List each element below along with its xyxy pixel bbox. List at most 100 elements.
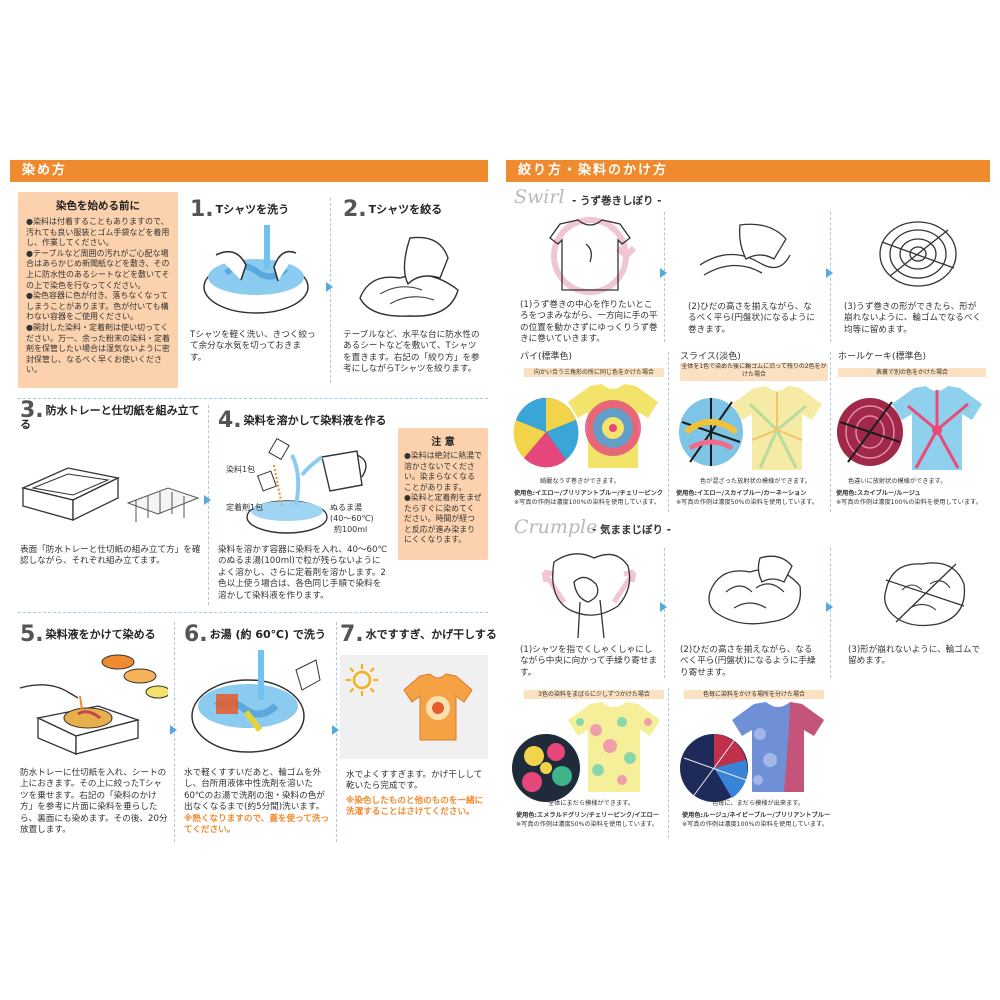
step-7-title: 7.水ですすぎ、かげ干しする xyxy=(340,622,497,647)
divider xyxy=(18,612,488,613)
crumple-pattern-1-note: ※写真の作例は濃度50%の染料を使用しています。 xyxy=(516,821,658,828)
step-5-title: 5.染料液をかけて染める xyxy=(20,622,156,647)
crumple-script-title: Crumple xyxy=(514,516,598,538)
before-dyeing-box: 染色を始める前に ●染料は付着することもありますので、汚れても良い服装とゴム手袋… xyxy=(18,192,178,388)
step-number: 6. xyxy=(184,622,208,647)
step-2-title-text: Tシャツを絞る xyxy=(368,203,443,216)
before-item: ●開封した染料・定着剤は使い切ってください。万一、余った粉末の染料・定着剤を保管… xyxy=(26,322,170,375)
before-item: ●テーブルなど周囲の汚れがご心配な場合はあらかじめ新聞紙などを敷き、その上に防水… xyxy=(26,248,170,290)
divider xyxy=(830,352,831,512)
step-number: 4. xyxy=(218,408,242,433)
arrow-icon xyxy=(204,495,211,505)
divider xyxy=(664,548,665,678)
crumple-pattern-2-caption: 色毎に、まだら模様が出来ます。 xyxy=(712,800,805,807)
step-2-title: 2.Tシャツを絞る xyxy=(343,197,442,222)
pattern-pie-colors: 使用色:イエロー/ブリリアントブルー/チェリーピンク xyxy=(514,490,663,497)
swirl-subtitle: - うず巻きしぼり - xyxy=(572,195,662,207)
swirl-step-1-illustration xyxy=(549,217,637,295)
crumple-shirt-1-photo xyxy=(568,702,660,792)
crumple-step-1-text: (1)シャツを指でくしゃくしゃにしながら中央に向かって手繰り寄せます。 xyxy=(520,645,658,678)
divider xyxy=(830,548,831,678)
step-2-text: テーブルなど、水平な台に防水性のあるシートなどを敷いて、Tシャツを置きます。右記… xyxy=(343,330,480,375)
caution-item: ●染料は絶対に熱湯で溶かさないでください。染まらなくなることがあります。 xyxy=(404,451,482,492)
arrow-icon xyxy=(326,282,333,292)
slice-bundle-photo xyxy=(679,398,743,466)
step-5-title-text: 染料液をかけて染める xyxy=(45,628,156,641)
step-4-title-text: 染料を溶かして染料液を作る xyxy=(243,414,387,427)
before-item: ●染色容器に色が付き、落ちなくなってしまうことがあります。色が付いても構わない容… xyxy=(26,291,169,322)
step-6-warning: ※熱くなりますので、蓋を使って洗ってください。 xyxy=(184,814,330,836)
rinse-hot-water-illustration xyxy=(191,650,321,753)
step-3-title-text: 防水トレーと仕切紙を組み立てる xyxy=(20,404,200,431)
swirl-step-2-text: (2)ひだの高さを揃えながら、なるべく平ら(円盤状)になるように巻きます。 xyxy=(688,302,816,335)
step-1-title-text: Tシャツを洗う xyxy=(215,203,290,216)
pattern-cake-note: ※写真の作例は濃度100%の染料を使用しています。 xyxy=(836,499,982,506)
pattern-pie-note: ※写真の作例は濃度100%の染料を使用しています。 xyxy=(514,499,660,506)
slice-shirt-photo xyxy=(732,386,822,470)
twist-shirt-illustration xyxy=(359,236,459,317)
step-number: 5. xyxy=(20,622,44,647)
pattern-slice-name: スライス(淡色) xyxy=(680,352,741,362)
crumple-pattern-1-caption: 全体にまだら模様ができます。 xyxy=(548,800,635,807)
dried-tshirt-illustration xyxy=(403,673,473,741)
pie-bundle-photo xyxy=(513,397,579,468)
crumple-pattern-2-band: 色毎に染料をかける場所を分けた場合 xyxy=(684,690,824,699)
step-7-title-text: 水ですすぎ、かげ干しする xyxy=(365,628,497,641)
step-7-text: 水でよくすすぎます。かげ干しして乾いたら完成です。 xyxy=(346,770,483,792)
cake-bundle-photo xyxy=(837,398,903,466)
crumple-shirt-2-photo xyxy=(732,702,824,792)
arrow-icon xyxy=(660,602,667,612)
cake-shirt-photo xyxy=(892,386,982,470)
step-number: 7. xyxy=(340,622,364,647)
pour-dye-illustration xyxy=(19,654,168,755)
crumple-step-1-illustration xyxy=(541,553,637,639)
step-4-text: 染料を溶かす容器に染料を入れ、40〜60℃のぬるま湯(100ml)で粒が残らない… xyxy=(218,545,388,601)
swirl-step-1-text: (1)うず巻きの中心を作りたいところをつまみながら、一方向に手の平の位置を動かさ… xyxy=(520,300,658,345)
crumple-pattern-1-band: 3色の染料をまばらに少しずつかけた場合 xyxy=(524,690,664,699)
pattern-cake-name: ホールケーキ(標準色) xyxy=(838,352,927,362)
swirl-step-2-illustration xyxy=(699,223,791,276)
label-volume: 約100ml xyxy=(334,525,368,534)
caution-item: ●染料と定着剤をまぜたらすぐに染めてください。時間が経つと反応が進み染まりにくく… xyxy=(404,493,482,544)
step-1-title: 1.Tシャツを洗う xyxy=(190,197,289,222)
label-fixative: 定着剤1包 xyxy=(226,503,264,512)
label-temperature: (40〜60℃) xyxy=(330,514,374,523)
pattern-pie-name: パイ(標準色) xyxy=(520,352,573,362)
pattern-slice-colors: 使用色:イエロー/スカイブルー/カーネーション xyxy=(676,490,807,497)
left-section-header: 染め方 xyxy=(10,160,488,182)
pattern-cake-caption: 色違いに放射状の模様ができます。 xyxy=(848,478,947,485)
label-warm-water: ぬるま湯 xyxy=(330,503,362,512)
divider xyxy=(668,352,669,512)
label-dye: 染料1包 xyxy=(226,465,256,474)
before-dyeing-title: 染色を始める前に xyxy=(56,200,140,212)
sun-icon xyxy=(346,664,378,696)
swirl-script-title: Swirl xyxy=(514,186,565,208)
pattern-pie-band: 向かい合う三角形の所に同じ色をかけた場合 xyxy=(524,368,664,377)
caution-title: 注 意 xyxy=(431,437,455,448)
step-6-title-text: お湯 (約 60℃) で洗う xyxy=(209,628,326,641)
step-3-title: 3.防水トレーと仕切紙を組み立てる xyxy=(20,400,205,432)
step-6-text: 水で軽くすすいだあと、輪ゴムを外し、台所用液体中性洗剤を溶いた60℃のお湯で洗剤… xyxy=(184,768,325,813)
crumple-step-3-illustration xyxy=(884,562,966,627)
step-number: 3. xyxy=(20,398,44,423)
pattern-cake-colors: 使用色:スカイブルー/ルージュ xyxy=(836,490,921,497)
swirl-step-3-illustration xyxy=(879,221,957,287)
pattern-slice-note: ※写真の作例は濃度50%の染料を使用しています。 xyxy=(676,499,818,506)
arrow-icon xyxy=(826,268,833,278)
step-1-text: Tシャツを軽く洗い、きつく絞って余分な水気を切っておきます。 xyxy=(190,330,316,363)
crumple-pattern-2-colors: 使用色:ルージュ/ネイビーブルー/ブリリアントブルー xyxy=(682,812,831,819)
crumple-pattern-1-colors: 使用色:エメラルドグリン/チェリーピンク/イエロー xyxy=(516,812,660,819)
divider xyxy=(18,398,488,399)
arrow-icon xyxy=(660,268,667,278)
dissolve-dye-illustration xyxy=(246,437,367,534)
step-6-title: 6.お湯 (約 60℃) で洗う xyxy=(184,622,326,647)
arrow-icon xyxy=(826,602,833,612)
crumple-subtitle: - 気ままじぼり - xyxy=(592,524,672,536)
crumple-pattern-2-note: ※写真の作例は濃度100%の染料を使用しています。 xyxy=(682,821,828,828)
crumple-bundle-1-photo xyxy=(512,734,580,802)
crumple-step-2-illustration xyxy=(708,555,802,625)
before-item: ●染料は付着することもありますので、汚れても良い服装とゴム手袋などを着用し、作業… xyxy=(26,217,170,248)
divider xyxy=(208,405,209,605)
pie-shirt-photo xyxy=(568,384,658,468)
crumple-step-2-text: (2)ひだの高さを揃えながら、なるべく平ら(円盤状)になるように手繰り寄せます。 xyxy=(680,645,816,678)
